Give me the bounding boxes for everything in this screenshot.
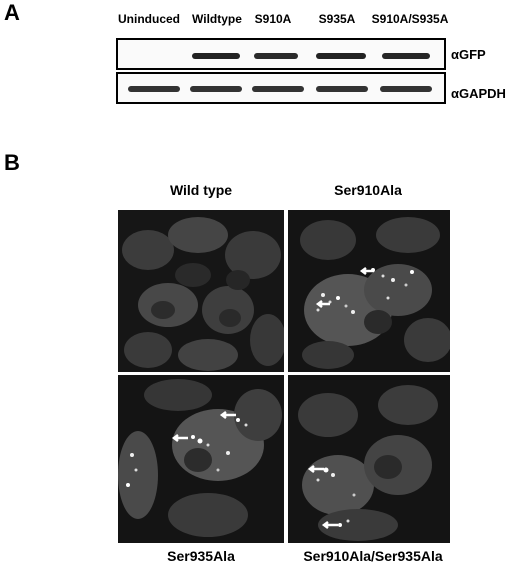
micrograph-ser910ala (288, 210, 450, 372)
lane-label-uninduced: Uninduced (118, 12, 180, 26)
title-ser910ala: Ser910Ala (334, 182, 402, 198)
panel-b-letter: B (4, 150, 20, 175)
title-ser935ala: Ser935Ala (167, 548, 235, 564)
gfp-band-s935a (316, 53, 366, 59)
gapdh-band-s910a (252, 86, 304, 92)
gapdh-band-wildtype (190, 86, 242, 92)
gapdh-band-s910a-s935a (380, 86, 432, 92)
gfp-band-wildtype (192, 53, 240, 59)
lane-label-wildtype: Wildtype (192, 12, 242, 26)
gfp-band-s910a-s935a (382, 53, 430, 59)
panel-a-letter: A (4, 0, 20, 25)
gapdh-blot (116, 72, 446, 104)
gapdh-band-uninduced (128, 86, 180, 92)
lane-label-s910a: S910A (254, 12, 292, 26)
micrograph-ser910ala-ser935ala (288, 375, 450, 543)
gfp-label: αGFP (451, 47, 486, 62)
gapdh-label: αGAPDH (451, 86, 506, 101)
lane-label-s935a: S935A (318, 12, 356, 26)
title-wild-type: Wild type (169, 182, 233, 198)
gfp-blot (116, 38, 446, 70)
micrograph-wild-type (118, 210, 284, 372)
micrograph-ser935ala (118, 375, 284, 543)
lane-label-s910a-s935a: S910A/S935A (371, 12, 449, 26)
gfp-band-s910a (254, 53, 298, 59)
gapdh-band-s935a (316, 86, 368, 92)
title-ser910ala-ser935ala: Ser910Ala/Ser935Ala (303, 548, 443, 564)
